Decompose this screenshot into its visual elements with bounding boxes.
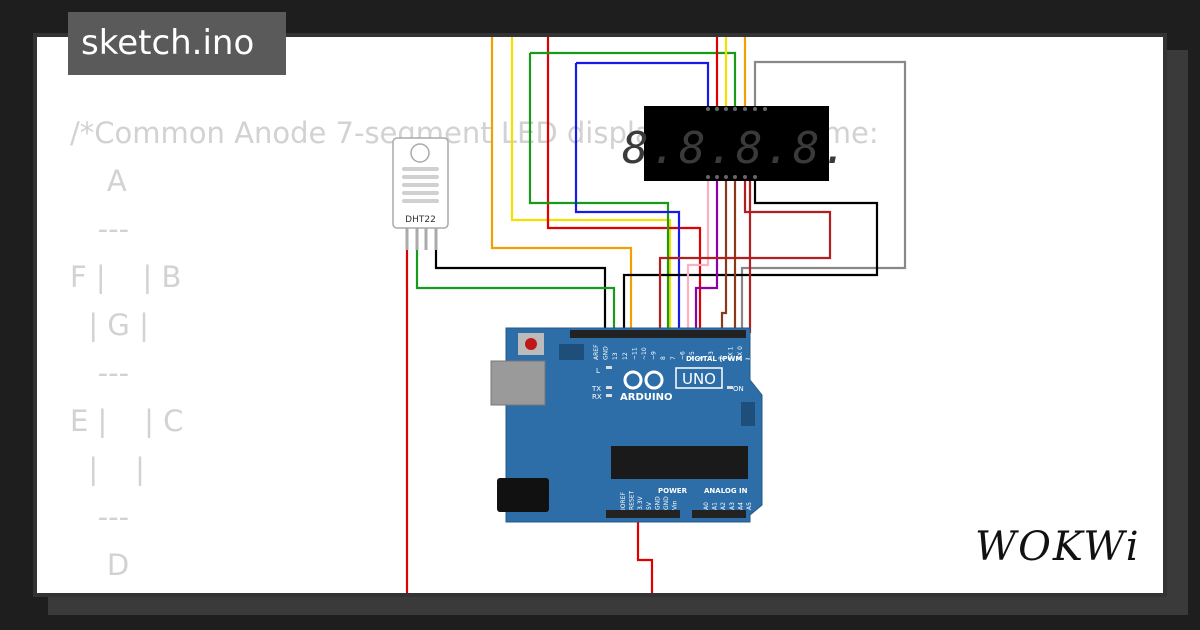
pin-label: ~11 (631, 347, 638, 360)
wire-black-dht (434, 250, 607, 333)
wire-brown1 (720, 178, 728, 333)
wire-blue-down (574, 63, 681, 333)
display-digits: 8.8.8.8. (622, 123, 850, 174)
wire-orange-main (490, 37, 633, 333)
wire-pink (686, 178, 710, 333)
wire-green-mid (528, 53, 670, 333)
wires (405, 37, 907, 593)
pin-label: TX 1 (727, 346, 734, 361)
pin-label: RX 0 (737, 346, 744, 360)
code-line: | | (70, 452, 145, 486)
digital-label: DIGITAL (PWM ~) (686, 355, 754, 363)
power-label: POWER (658, 487, 688, 495)
wire-red-top (546, 37, 702, 333)
pin-label: 7 (670, 356, 677, 360)
on-label: ON (733, 385, 744, 393)
code-line: F | | B (70, 260, 182, 294)
pin-label: ~6 (679, 351, 686, 360)
pin-label: GND (663, 496, 670, 510)
arduino-model: UNO (682, 370, 716, 388)
pin-label: 13 (612, 352, 619, 360)
pin-label: A4 (737, 502, 744, 510)
pin-label: RESET (629, 490, 636, 510)
pin-label: IOREF (620, 492, 627, 510)
arduino-brand: ARDUINO (620, 392, 672, 403)
pin-label: GND (603, 346, 610, 360)
pin-label: 5V (646, 501, 653, 510)
pin-label: GND (654, 496, 661, 510)
code-line: D (70, 548, 130, 582)
wire-purple (694, 178, 719, 333)
pin-label: A2 (720, 502, 727, 510)
wokwi-logo: WOKWi (975, 524, 1141, 570)
wire-red-5v (636, 512, 654, 593)
wire-black-disp (622, 178, 879, 333)
pin-label: AREF (593, 344, 600, 360)
circuit-diagram[interactable]: DHT22 8.8.8.8. (37, 37, 1163, 593)
pin-label: 12 (622, 352, 629, 360)
pin-label: ~9 (651, 351, 658, 360)
code-line: | G | (70, 308, 149, 342)
pin-label: 8 (660, 356, 667, 360)
pin-label: ~5 (689, 351, 696, 360)
rx-label: RX (592, 393, 602, 401)
wire-blue (576, 61, 710, 108)
pin-label: 4 (699, 356, 706, 360)
pin-label: 2 (718, 356, 725, 360)
seven-segment-display[interactable]: 8.8.8.8. (622, 106, 850, 181)
file-tab[interactable]: sketch.ino (68, 12, 286, 75)
pin-label: A1 (712, 502, 719, 510)
wire-yellow-main (510, 37, 672, 333)
l-label: L (596, 367, 600, 375)
wire-green-top (530, 51, 737, 108)
pin-label: ~10 (641, 347, 648, 360)
code-line: E | | C (70, 404, 184, 438)
dht22-sensor[interactable]: DHT22 (392, 137, 449, 250)
wire-green-dht (415, 250, 616, 333)
code-background: /*Common Anode 7-segment LED display and… (70, 109, 879, 593)
wire-darkred (658, 178, 832, 333)
pin-label: 3.3V (637, 495, 644, 510)
dht22-label: DHT22 (405, 215, 436, 225)
code-line: --- (70, 356, 130, 390)
tx-label: TX (591, 385, 601, 393)
arduino-uno[interactable]: ARDUINO UNO ON TX RX L DIGITAL (PWM ~) P… (490, 327, 763, 523)
pin-label: A5 (746, 502, 753, 510)
wire-gray (740, 60, 907, 333)
pin-label: ~3 (708, 351, 715, 360)
pin-label: A0 (703, 502, 710, 510)
code-line: A (70, 164, 127, 198)
analog-label: ANALOG IN (704, 487, 748, 495)
code-line: --- (70, 500, 130, 534)
pin-label: A3 (729, 502, 736, 510)
code-line: --- (70, 212, 130, 246)
pin-label: Vin (672, 500, 679, 510)
